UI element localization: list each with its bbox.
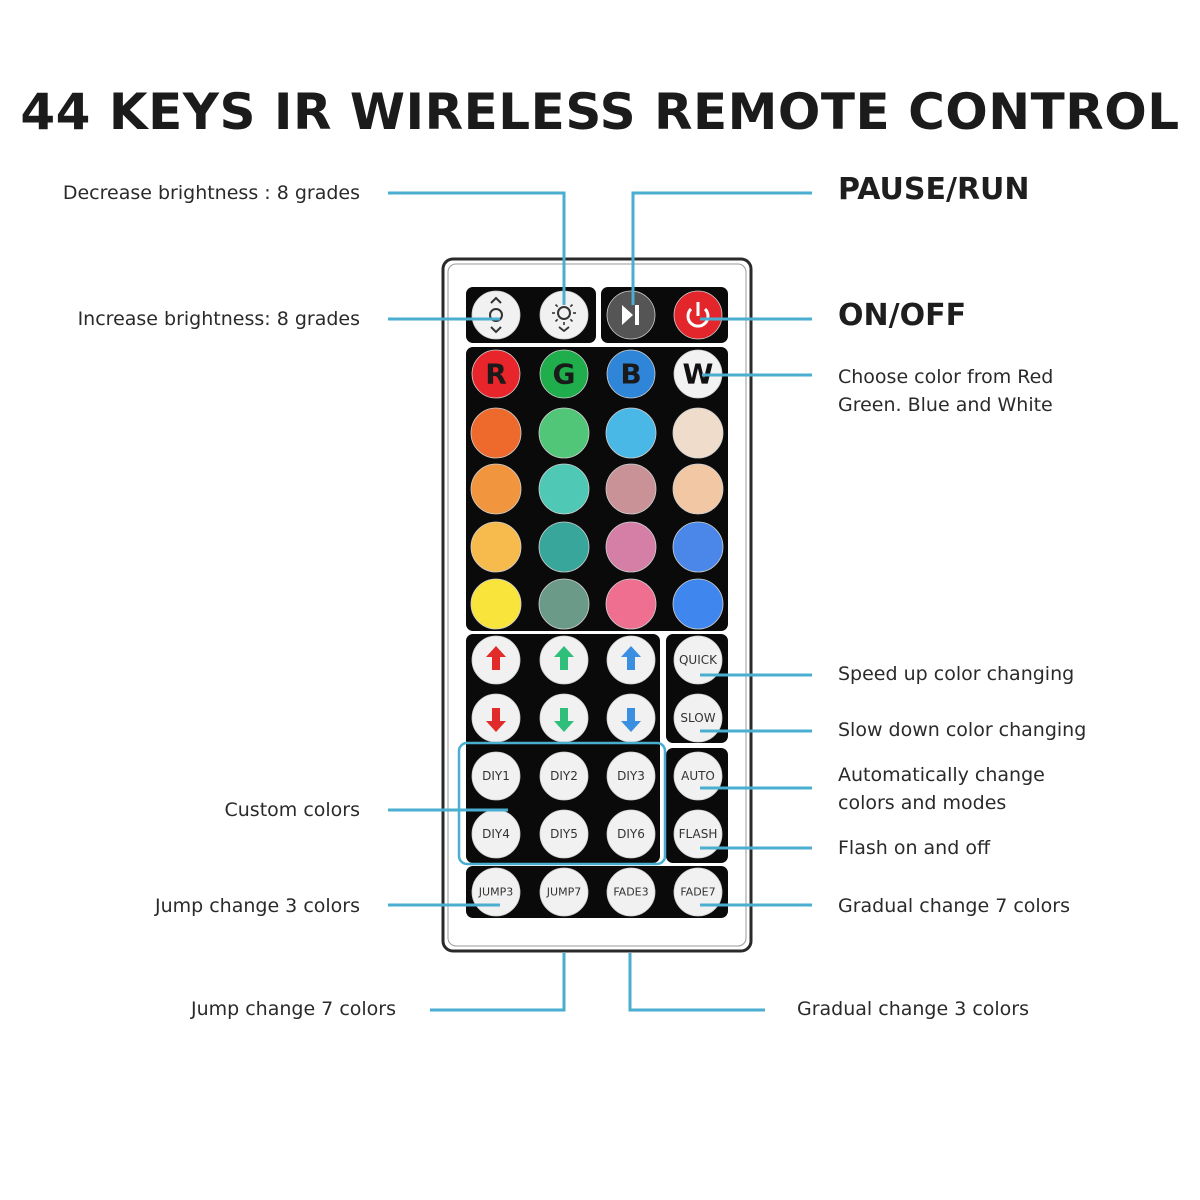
palette-button-4-2[interactable] [538,578,590,630]
palette-button-1-1[interactable] [470,407,522,459]
palette-button-2-2[interactable] [538,463,590,515]
label-jump3: Jump change 3 colors [154,895,360,917]
color-button-r-label: R [485,358,507,391]
label-pause-run: PAUSE/RUN [838,172,1030,207]
label-gradual3: Gradual change 3 colors [797,998,1030,1020]
panel-bottom-row [466,866,728,918]
palette-button-3-1[interactable] [470,521,522,573]
label-speed-up: Speed up color changing [838,663,1075,685]
sun-up-icon [552,301,576,333]
palette-button-1-3[interactable] [605,407,657,459]
palette-button-2-1[interactable] [470,463,522,515]
leader-jump7 [430,953,566,1012]
flash-button[interactable] [673,809,723,859]
sun-down-icon [489,296,503,334]
color-button-g[interactable] [539,349,589,399]
quick-button-label: QUICK [679,653,718,667]
color-button-b-label: B [620,358,641,391]
leader-decrease-brightness [388,191,566,305]
arrow-down-icon [486,708,506,732]
diy-button-5-label: DIY5 [550,827,578,841]
arrow-down-icon [554,708,574,732]
color-button-r[interactable] [471,349,521,399]
label-increase-brightness: Increase brightness: 8 grades [77,308,360,330]
label-choose-color-line2: Green. Blue and White [838,394,1053,416]
palette-button-2-3[interactable] [605,463,657,515]
palette-button-3-4[interactable] [672,521,724,573]
flash-button-label: FLASH [679,827,718,841]
mode-button-jump3-label: JUMP3 [478,886,513,899]
diy-button-1[interactable] [471,751,521,801]
label-slow-down: Slow down color changing [838,719,1087,741]
arrow-up-icon [486,646,506,670]
remote-body-inner-edge [447,263,747,947]
palette-button-1-2[interactable] [538,407,590,459]
mode-button-fade3[interactable] [606,867,656,917]
auto-button-label: AUTO [681,769,715,783]
slow-button-label: SLOW [680,711,715,725]
arrow-up-icon [554,646,574,670]
diy-button-4-label: DIY4 [482,827,510,841]
label-choose-color-line1: Choose color from Red [838,366,1054,388]
panel-arrows-diy [466,634,660,863]
label-gradual7: Gradual change 7 colors [838,895,1071,917]
arrow-down-icon [621,708,641,732]
palette-button-2-4[interactable] [672,463,724,515]
label-decrease-brightness: Decrease brightness : 8 grades [62,182,360,204]
diy-button-2[interactable] [539,751,589,801]
color-button-g-label: G [553,358,576,391]
palette-button-3-3[interactable] [605,521,657,573]
label-jump7: Jump change 7 colors [190,998,396,1020]
diy-button-3[interactable] [606,751,656,801]
mode-button-fade3-label: FADE3 [613,886,648,899]
color-button-b[interactable] [606,349,656,399]
palette-button-3-2[interactable] [538,521,590,573]
label-auto: Automatically change colors and modes [838,761,1045,817]
label-on-off: ON/OFF [838,298,967,333]
diy-button-6[interactable] [606,809,656,859]
palette-button-4-3[interactable] [605,578,657,630]
arrow-up-icon [621,646,641,670]
diy-button-2-label: DIY2 [550,769,578,783]
diy-button-6-label: DIY6 [617,827,645,841]
diy-button-5[interactable] [539,809,589,859]
quick-button[interactable] [673,635,723,685]
page-title: 44 KEYS IR WIRELESS REMOTE CONTROL [20,83,1180,141]
palette-button-1-4[interactable] [672,407,724,459]
palette-button-4-1[interactable] [470,578,522,630]
panel-colors [466,347,728,631]
label-choose-color: Choose color from Red Green. Blue and Wh… [838,363,1053,419]
palette-button-4-4[interactable] [672,578,724,630]
play-pause-icon [622,305,639,325]
label-custom-colors: Custom colors [224,799,360,821]
leader-gradual3 [628,953,765,1012]
mode-button-jump7[interactable] [539,867,589,917]
leader-lines [388,191,812,1012]
power-icon [686,302,710,328]
label-auto-line1: Automatically change [838,764,1045,786]
leader-pause-run [631,191,812,305]
diy-button-3-label: DIY3 [617,769,645,783]
diy-button-1-label: DIY1 [482,769,510,783]
custom-colors-highlight-box [457,741,667,866]
label-flash: Flash on and off [838,837,991,859]
brightness-down-button[interactable] [471,290,521,340]
mode-button-fade7-label: FADE7 [680,886,715,899]
label-auto-line2: colors and modes [838,792,1007,814]
mode-button-jump7-label: JUMP7 [546,886,581,899]
